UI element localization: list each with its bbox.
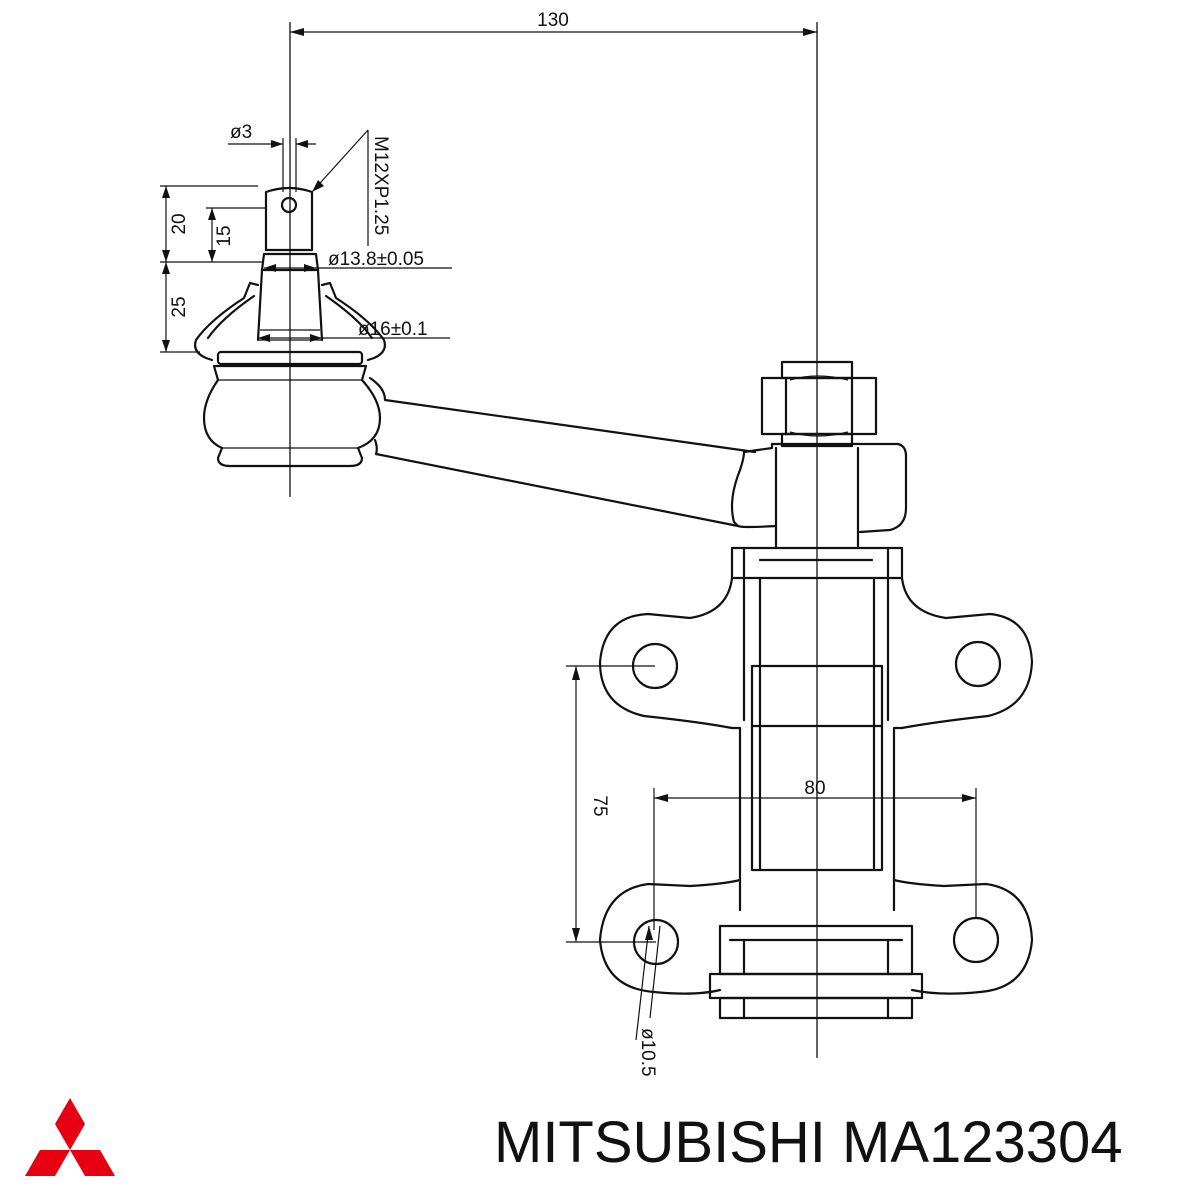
dim-label-taper-diameter: ø13.8±0.05 <box>328 249 424 270</box>
mitsubishi-logo <box>24 1098 116 1176</box>
dimension-20: 20 <box>160 185 258 262</box>
dimension-thread: M12XP1.25 <box>311 129 391 246</box>
dimension-taper-diameter: ø13.8±0.05 <box>264 249 452 272</box>
dimension-25: 25 <box>160 261 264 353</box>
dim-label-pin-diameter: ø3 <box>230 122 252 143</box>
logo-diamond-right <box>70 1150 116 1176</box>
center-lines <box>289 22 818 1058</box>
dim-label-25: 25 <box>169 296 190 317</box>
dim-label-thread: M12XP1.25 <box>370 136 391 235</box>
dim-label-bolt-hole-diameter: ø10.5 <box>637 1028 658 1077</box>
idler-arm <box>368 376 908 534</box>
dim-label-75: 75 <box>589 795 610 816</box>
bolt-hole-lower-right <box>952 916 1000 964</box>
ball-joint-stud <box>194 186 386 468</box>
dimension-130: 130 <box>290 10 817 36</box>
dimension-75: 75 <box>566 665 656 943</box>
bracket-body <box>598 446 1034 1020</box>
dimension-neck-diameter: ø16±0.1 <box>258 319 450 342</box>
dimension-15: 15 <box>206 207 266 262</box>
dim-label-20: 20 <box>169 213 190 234</box>
bolt-hole-upper-right <box>954 640 1002 688</box>
dim-label-80: 80 <box>804 778 825 799</box>
dimension-bolt-hole-diameter: ø10.5 <box>635 925 661 1077</box>
logo-diamond-top <box>55 1098 85 1150</box>
dim-label-neck-diameter: ø16±0.1 <box>358 319 428 340</box>
castle-nut <box>760 360 878 448</box>
dim-label-130: 130 <box>537 10 569 31</box>
logo-diamond-left <box>24 1150 70 1176</box>
part-caption: MITSUBISHI MA123304 <box>494 1110 1123 1175</box>
dimension-80: 80 <box>653 778 977 930</box>
dimension-pin-diameter: ø3 <box>228 122 316 192</box>
dim-label-15: 15 <box>214 225 235 246</box>
